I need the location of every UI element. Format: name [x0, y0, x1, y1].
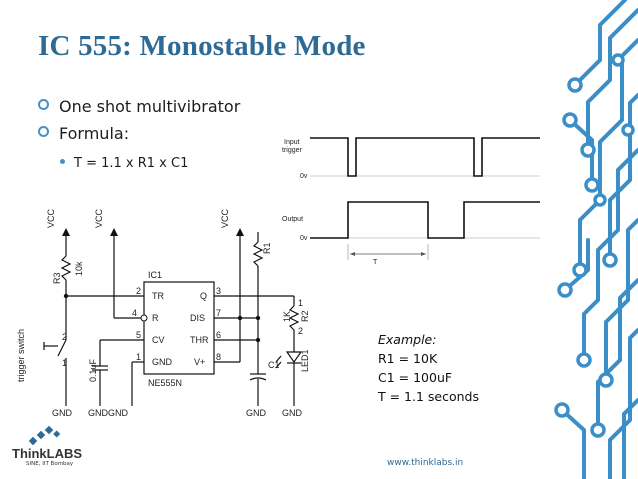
- input-trigger-label: trigger: [282, 147, 303, 154]
- slide-title: IC 555: Monostable Mode: [38, 30, 366, 62]
- pin-number: 5: [136, 330, 141, 340]
- bullet-ring-icon: [38, 99, 49, 110]
- r3-label: R3: [52, 272, 62, 284]
- ic-part-label: NE555N: [148, 378, 182, 388]
- pin-number: 3: [216, 286, 221, 296]
- led-pin-label: 2: [298, 326, 303, 336]
- period-label: T: [373, 259, 378, 266]
- output-signal: [310, 201, 540, 239]
- pin-q: Q: [200, 291, 207, 301]
- vcc-label: VCC: [220, 208, 230, 228]
- logo-name: ThinkLABS: [12, 446, 83, 461]
- pin-number: 6: [216, 330, 221, 340]
- bullet-item: One shot multivibrator: [38, 97, 240, 116]
- gnd-label: GNDGND: [88, 408, 128, 418]
- gnd-label: GND: [52, 408, 73, 418]
- pin-number: 2: [136, 286, 141, 296]
- output-label: Output: [282, 216, 303, 223]
- pin-number: 7: [216, 308, 221, 318]
- r2-label: R2: [300, 310, 310, 322]
- input-trigger-signal: [310, 137, 540, 177]
- zero-volt-label: 0v: [300, 235, 308, 242]
- pin-tr: TR: [152, 291, 164, 301]
- switch-pin-label: 2: [62, 332, 67, 342]
- example-line: C1 = 100uF: [378, 370, 453, 385]
- trigger-switch-label: trigger switch: [16, 329, 26, 382]
- pin-r: R: [152, 313, 159, 323]
- ne555-schematic: VCC VCC VCC R3 10k R1 1K R2 LED1 0.1uF t…: [16, 208, 310, 418]
- example-box: Example: R1 = 10K C1 = 100uF T = 1.1 sec…: [378, 330, 479, 406]
- switch-pin-label: 1: [62, 358, 67, 368]
- bullet-dot-icon: [60, 159, 65, 164]
- zero-volt-label: 0v: [300, 173, 308, 180]
- gnd-label: GND: [282, 408, 303, 418]
- pin-number: 8: [216, 352, 221, 362]
- logo-tagline: SINE, IIT Bombay: [26, 461, 74, 467]
- bullet-item: Formula:: [38, 124, 129, 143]
- r1-label: R1: [262, 242, 272, 254]
- circuit-board-decoration: [554, 0, 638, 479]
- r2-value: 1K: [282, 311, 292, 322]
- r3-value: 10k: [74, 261, 84, 276]
- example-line: R1 = 10K: [378, 351, 438, 366]
- led-label: LED1: [300, 349, 310, 372]
- pin-number: 4: [132, 308, 137, 318]
- pin-cv: CV: [152, 335, 165, 345]
- footer-url-link[interactable]: www.thinklabs.in: [387, 458, 464, 468]
- gnd-label: GND: [246, 408, 267, 418]
- pin-gnd: GND: [152, 357, 173, 367]
- bullet-ring-icon: [38, 126, 49, 137]
- input-trigger-label: Input: [284, 139, 300, 146]
- sub-bullet-item: T = 1.1 x R1 x C1: [60, 156, 188, 171]
- example-heading: Example:: [378, 332, 437, 347]
- led-pin-label: 1: [298, 298, 303, 308]
- cap-value-label: 0.1uF: [88, 358, 98, 382]
- formula-text: T = 1.1 x R1 x C1: [74, 156, 189, 171]
- vcc-label: VCC: [46, 208, 56, 228]
- c1-label: C1: [268, 360, 280, 370]
- timing-waveform: Input trigger 0v Output 0v T: [282, 137, 540, 266]
- pin-thr: THR: [190, 335, 209, 345]
- pin-number: 1: [136, 352, 141, 362]
- ic-label: IC1: [148, 270, 162, 280]
- example-line: T = 1.1 seconds: [378, 389, 480, 404]
- thinklabs-logo-icon: [28, 425, 61, 446]
- vcc-label: VCC: [94, 208, 104, 228]
- bullet-text: One shot multivibrator: [59, 97, 241, 116]
- pin-dis: DIS: [190, 313, 205, 323]
- bullet-text: Formula:: [59, 124, 130, 143]
- pin-vplus: V+: [194, 357, 205, 367]
